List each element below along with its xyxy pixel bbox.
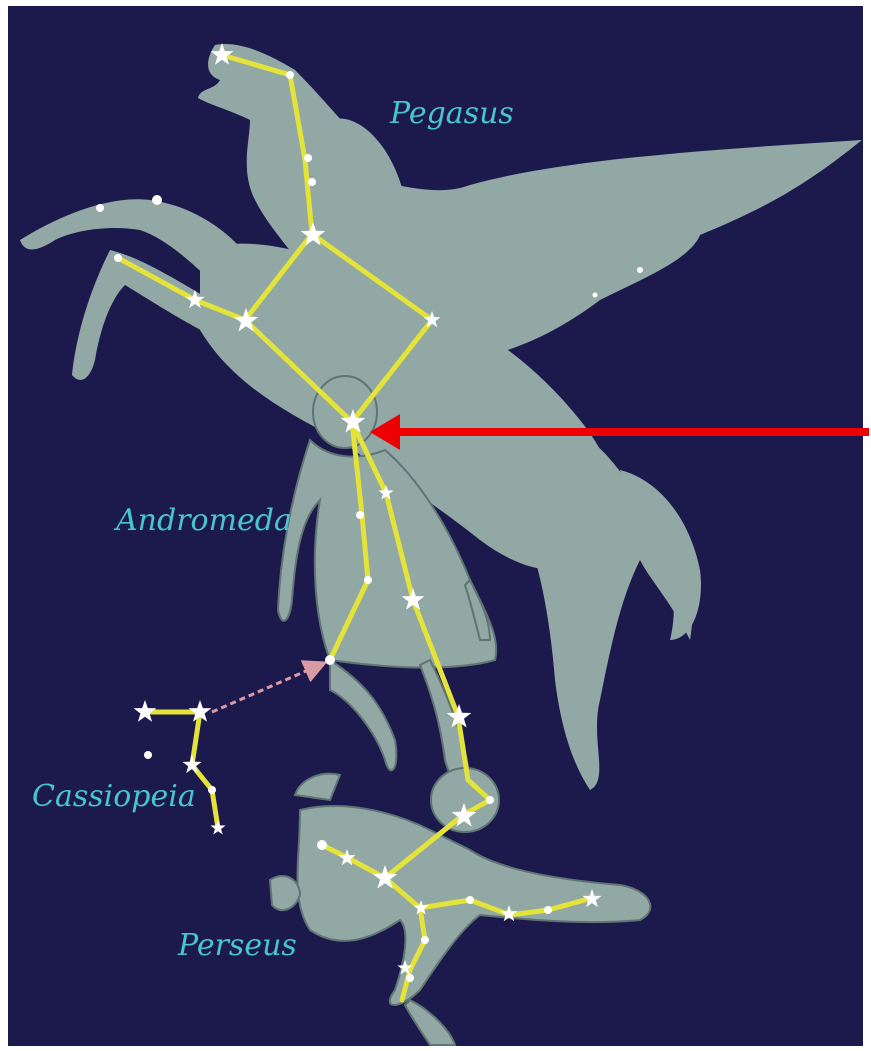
label-perseus: Perseus (177, 928, 297, 963)
label-andromeda: Andromeda (113, 503, 292, 538)
label-pegasus: Pegasus (389, 96, 514, 131)
label-cassiopeia: Cassiopeia (32, 779, 196, 814)
